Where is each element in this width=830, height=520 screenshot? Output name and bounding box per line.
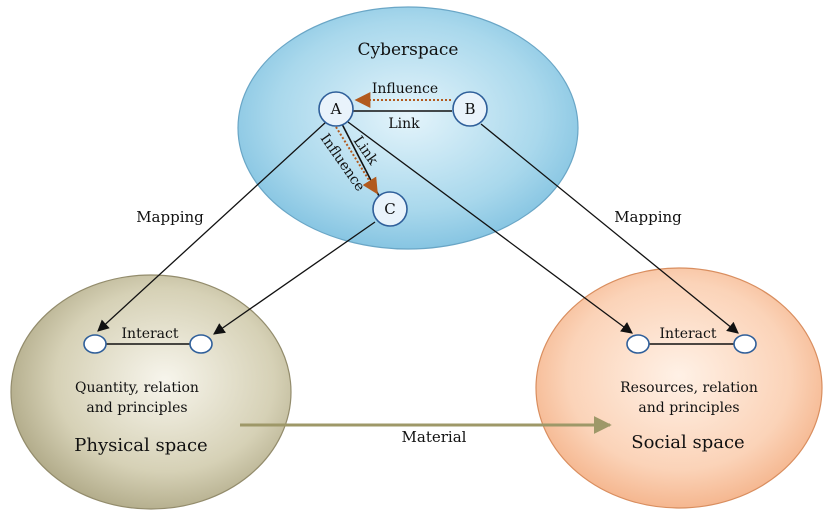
node-b: B [452,91,488,127]
mapping-arrow-c-to-physical [213,221,376,335]
node-b-label: B [464,100,475,118]
social-port-left [626,334,650,354]
mapping-arrow-b-to-social [480,123,739,334]
mapping-label-right: Mapping [614,208,682,226]
physical-desc-line1: Quantity, relation [75,380,199,396]
social-desc-line1: Resources, relation [620,380,758,396]
node-a: A [318,91,354,127]
social-space-title: Social space [631,432,744,453]
mapping-label-left: Mapping [136,208,204,226]
node-a-label: A [330,100,342,118]
cyberspace-title: Cyberspace [357,40,458,60]
node-c: C [372,191,408,227]
influence-arrow-a-to-c [335,126,378,195]
social-desc-line2: and principles [638,400,739,416]
social-interact-label: Interact [660,326,717,342]
physical-port-right [189,334,213,354]
influence-label-ba: Influence [372,81,438,97]
material-label: Material [402,428,467,446]
link-label-ab: Link [388,116,420,132]
physical-port-left [83,334,107,354]
cyberspace-ellipse [237,6,579,250]
social-port-right [733,334,757,354]
node-c-label: C [384,200,395,218]
physical-interact-label: Interact [122,326,179,342]
social-space-ellipse [535,267,823,509]
physical-desc-line2: and principles [86,400,187,416]
physical-space-title: Physical space [74,435,207,456]
mapping-arrow-a-to-social [347,121,633,334]
mapping-arrow-a-to-physical [97,121,327,332]
